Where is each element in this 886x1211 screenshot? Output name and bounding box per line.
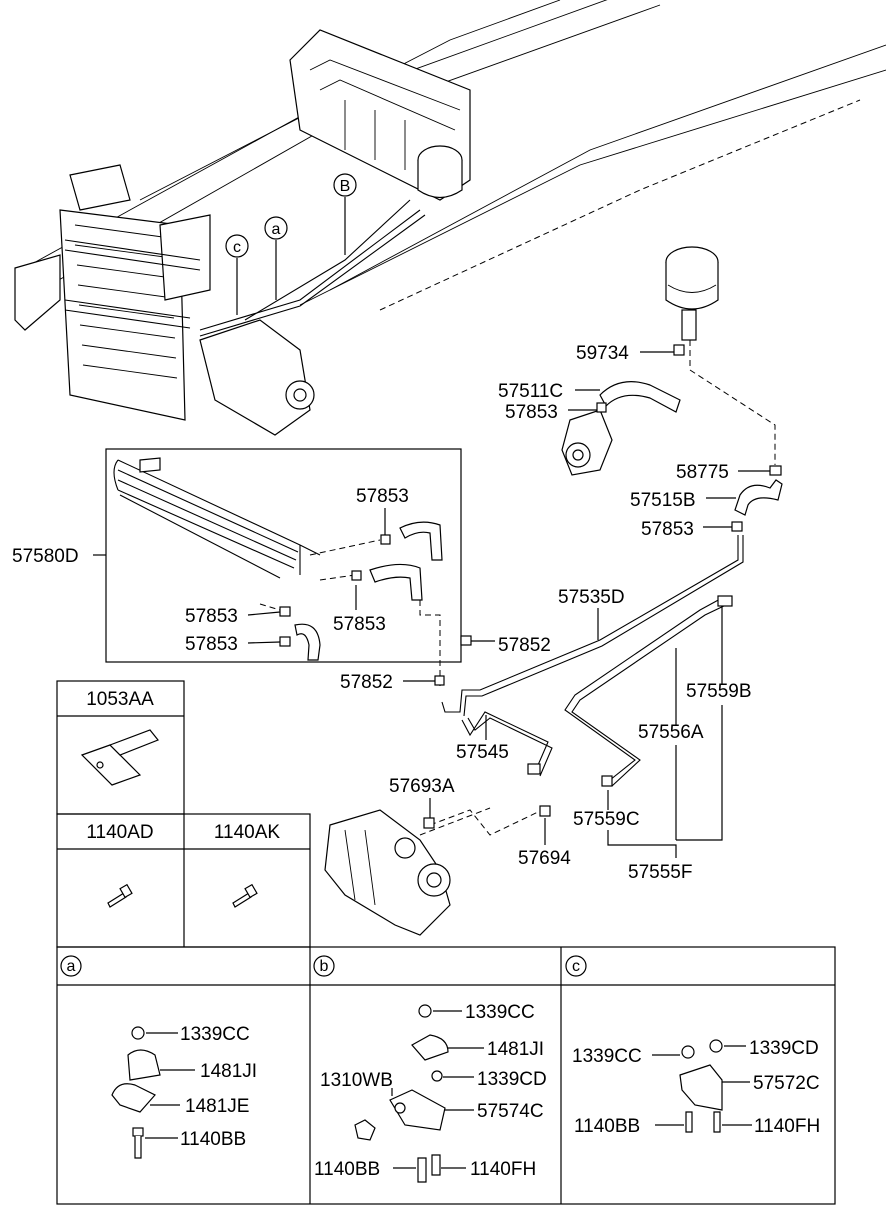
svg-text:c: c [233,239,241,256]
svg-text:59734: 59734 [576,343,629,364]
label-57559C: 57559C [573,790,640,830]
detail-tag-c: c [572,958,580,975]
svg-text:1339CC: 1339CC [465,1002,535,1023]
label-57555F: 57555F [607,830,692,883]
cooler-box [93,448,472,690]
reservoir-illustration [665,246,776,465]
label-57545: 57545 [456,715,509,763]
svg-text:57853: 57853 [333,614,386,635]
legend-1140AD: 1140AD [86,822,153,843]
hardware-legend-table: 1053AA 1140AD 1140AK [56,680,311,948]
label-59734: 59734 [576,343,674,364]
label-57535D: 57535D [558,587,625,640]
svg-text:1339CD: 1339CD [749,1038,819,1059]
label-57556A: 57556A [638,648,704,840]
vehicle-frame-illustration [14,0,886,436]
callout-a: a [264,216,288,240]
detail-c: 1339CC 1339CD 57572C 1140BB 1140FH [572,1038,820,1137]
svg-text:1481JE: 1481JE [185,1096,249,1117]
svg-text:57580D: 57580D [12,546,79,567]
svg-text:57853: 57853 [641,519,694,540]
label-57852-a: 57852 [471,635,551,656]
svg-text:1140FH: 1140FH [754,1116,820,1137]
svg-text:57572C: 57572C [753,1073,820,1094]
svg-text:1481JI: 1481JI [200,1061,257,1082]
svg-text:B: B [340,178,351,195]
svg-text:57545: 57545 [456,742,509,763]
svg-text:57694: 57694 [518,848,571,869]
label-57515B: 57515B [630,490,736,511]
svg-text:57559B: 57559B [686,681,752,702]
svg-text:1140BB: 1140BB [180,1129,246,1150]
label-57694: 57694 [518,818,571,869]
callout-c: c [225,234,249,258]
pipe-57535D [441,535,744,717]
detail-tag-a: a [67,958,76,975]
label-57580D: 57580D [12,546,79,567]
svg-text:1481JI: 1481JI [487,1039,544,1060]
svg-text:57555F: 57555F [628,862,692,883]
svg-text:58775: 58775 [676,462,729,483]
steering-gear-lower [324,775,613,936]
svg-text:57853: 57853 [185,634,238,655]
label-57853-box3: 57853 [333,585,386,635]
hose-57511C [599,381,681,413]
detail-tag-b: b [320,958,329,975]
svg-text:57515B: 57515B [630,490,696,511]
detail-table: a b c [56,946,836,1205]
svg-text:1140BB: 1140BB [574,1116,640,1137]
svg-text:57556A: 57556A [638,722,704,743]
hose-57515B [734,479,783,516]
svg-text:1339CD: 1339CD [477,1069,547,1090]
pipe-57556A [564,595,733,787]
svg-text:57559C: 57559C [573,809,640,830]
svg-text:1140FH: 1140FH [470,1159,536,1180]
svg-text:57852: 57852 [498,635,551,656]
svg-text:57853: 57853 [505,402,558,423]
svg-text:1140BB: 1140BB [314,1159,380,1180]
svg-text:57535D: 57535D [558,587,625,608]
label-57852-b: 57852 [340,672,435,693]
callout-b: B [333,173,357,197]
detail-a: 1339CC 1481JI 1481JE 1140BB [111,1024,257,1159]
svg-text:a: a [272,221,281,238]
label-57559B: 57559B [676,606,752,841]
label-57853-mid: 57853 [641,519,732,540]
svg-text:57853: 57853 [356,486,409,507]
pump-illustration [561,409,613,476]
legend-1053AA: 1053AA [86,689,154,710]
svg-text:57853: 57853 [185,606,238,627]
svg-text:57511C: 57511C [498,381,563,402]
label-57853-box2: 57853 [185,606,281,627]
svg-text:57852: 57852 [340,672,393,693]
label-57853-top: 57853 [505,402,597,423]
label-57511C: 57511C [498,381,600,402]
svg-text:57693A: 57693A [389,776,455,797]
hose-57545 [461,711,553,777]
svg-text:1339CC: 1339CC [180,1024,250,1045]
svg-text:57574C: 57574C [477,1101,544,1122]
label-58775: 58775 [676,462,770,483]
label-57853-box1: 57853 [356,486,409,535]
svg-text:1310WB: 1310WB [320,1070,393,1091]
label-57853-box4: 57853 [185,634,281,655]
label-57693A: 57693A [389,776,455,818]
svg-text:1339CC: 1339CC [572,1046,642,1067]
detail-b: 1339CC 1481JI 1310WB 1339CD 57574C 1140B… [314,1002,547,1183]
legend-1140AK: 1140AK [214,822,281,843]
